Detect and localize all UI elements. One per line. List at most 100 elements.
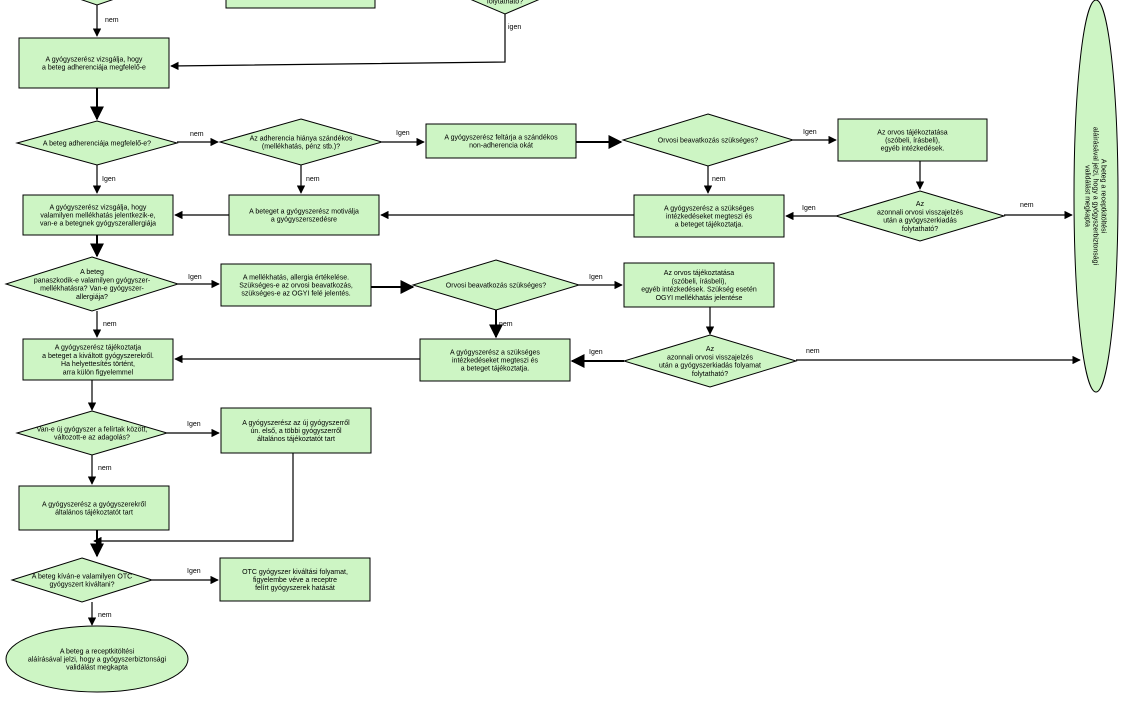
box-measures-2-shape	[419, 338, 571, 382]
label-cause-nem: nem	[306, 176, 320, 183]
d-continue-1-line-2: azonnali orvosi visszajelzés	[877, 209, 963, 216]
decision-new-drug-shape	[15, 410, 169, 456]
n-inform-physician-2-line-2: (szóbeli, írásbeli),	[672, 278, 727, 285]
edge-topright-to-check	[170, 14, 506, 71]
n-inform-patient-dispensed-line-3: Ha helyettesítés történt,	[61, 361, 135, 368]
edge-newinfo-to-merge	[93, 453, 294, 546]
box-motivate-shape	[228, 194, 380, 236]
label-physician2-igen: Igen	[589, 274, 603, 281]
box-measures-2: A gyógyszerész a szükségesintézkedéseket…	[419, 338, 571, 382]
d-complaint-line-2: panaszkodik-e valamilyen gyógyszer-	[34, 277, 151, 284]
d-physician-needed-1-line-1: Orvosi beavatkozás szükséges?	[658, 138, 758, 145]
box-inform-patient-dispensed-shape	[22, 338, 174, 381]
d-complaint-line-1: A beteg	[80, 269, 104, 276]
box-side-effect-eval-shape	[220, 263, 372, 307]
end-terminator-right-shape	[1073, 0, 1119, 393]
n-inform-physician-1-line-2: (szóbeli, írásbeli),	[885, 138, 940, 145]
decision-otc: A beteg kíván-e valamilyen OTCgyógyszert…	[10, 557, 154, 603]
n-otc-dispense-line-1: OTC gyógyszer kiváltási folyamat,	[242, 569, 348, 576]
top-partial-diamond-right: folytatható?	[470, 0, 540, 15]
decision-complaint-shape	[4, 256, 180, 312]
connectors	[87, 5, 1081, 626]
label-newdrug-igen: Igen	[187, 421, 201, 428]
d-continue-2-line-4: folytatható?	[692, 371, 728, 378]
nodes: folytatható? A gyógyszerész vizsgálja, ho…	[4, 0, 1119, 693]
n-explore-cause-line-1: A gyógyszerész feltárja a szándékos	[444, 134, 558, 141]
n-check-side-effect-line-1: A gyógyszerész vizsgálja, hogy	[50, 204, 147, 211]
n-check-side-effect-line-3: van-e a betegnek gyógyszerallergiája	[40, 221, 156, 228]
d-continue-1-line-3: után a gyógyszerkiadás	[883, 218, 957, 225]
d-physician-needed-2-line-1: Orvosi beavatkozás szükséges?	[446, 283, 546, 290]
box-check-adherence: A gyógyszerész vizsgálja, hogy a beteg ad…	[18, 37, 170, 89]
d-continue-2-line-3: után a gyógyszerkiadás folyamat	[659, 363, 761, 370]
d-nonadherence-cause-line-1: Az adherencia hiánya szándékos	[250, 135, 353, 142]
box-inform-physician-2-shape	[623, 262, 775, 308]
n-inform-patient-dispensed-line-1: A gyógyszerész tájékoztatja	[55, 345, 141, 352]
label-continue2-igen: Igen	[589, 349, 603, 356]
n-inform-physician-2-line-4: OGYI mellékhatás jelentése	[656, 295, 743, 302]
n-inform-physician-1-line-1: Az orvos tájékoztatása	[877, 129, 948, 136]
d-otc-line-1: A beteg kíván-e valamilyen OTC	[32, 573, 132, 580]
box-inform-physician-1: Az orvos tájékoztatása (szóbeli, írásbeli…	[837, 118, 988, 162]
n-side-effect-eval-line-3: szükséges-e az OGYI felé jelentés.	[241, 291, 350, 298]
decision-adherence-ok: A beteg adherenciája megfelelő-e?	[15, 120, 179, 166]
decision-continue-1-shape	[834, 190, 1006, 242]
n-check-adherence-line-1: A gyógyszerész vizsgálja, hogy	[46, 56, 143, 63]
decision-physician-needed-2-shape	[411, 259, 581, 311]
decision-adherence-ok-shape	[15, 120, 179, 166]
decision-continue-2-shape	[622, 334, 798, 388]
label-continue2-nem: nem	[806, 348, 820, 355]
n-measures-2-line-1: A gyógyszerész a szükséges	[450, 349, 540, 356]
label-topright-igen: igen	[508, 24, 521, 31]
n-inform-physician-2-line-3: egyéb intézkedések. Szükség esetén	[641, 287, 757, 294]
top-partial-diamond-left	[80, 0, 114, 6]
box-otc-dispense-shape	[219, 557, 371, 602]
d-continue-2-line-1: Az	[706, 346, 715, 353]
box-inform-physician-2: Az orvos tájékoztatása(szóbeli, írásbeli…	[623, 262, 775, 308]
decision-nonadherence-cause: Az adherencia hiánya szándékos(mellékhat…	[218, 118, 384, 166]
n-inform-patient-dispensed-line-2: a beteget a kiváltott gyógyszerekről.	[42, 353, 154, 360]
box-otc-dispense: OTC gyógyszer kiváltási folyamat,figyele…	[219, 557, 371, 602]
e-end-right-line-1: A beteg a receptkitöltési	[1100, 159, 1107, 234]
d-continue-1-line-4: folytatható?	[902, 226, 938, 233]
e-end-right-line-3: validálást megkapta	[1083, 165, 1090, 227]
d-adherence-ok-line-1: A beteg adherenciája megfelelő-e?	[43, 141, 151, 148]
label-adherence-no: nem	[190, 131, 204, 138]
n-inform-physician-1-line-3: egyéb intézkedések.	[881, 146, 945, 153]
box-inform-physician-1-shape	[837, 118, 988, 162]
e-end-bottom-line-2: aláírásával jelzi, hogy a gyógyszerbizto…	[28, 657, 167, 664]
n-otc-dispense-line-2: figyelembe véve a receptre	[253, 577, 337, 584]
label-physician2-nem: nem	[499, 321, 513, 328]
n-check-adherence-line-2: a beteg adherenciája megfelelő-e	[42, 65, 146, 72]
box-check-adherence-shape	[18, 37, 170, 89]
box-measures-1: A gyógyszerész a szükséges intézkedéseket…	[633, 194, 785, 238]
n-side-effect-eval-line-1: A mellékhatás, allergia értékelése.	[243, 274, 349, 281]
label-cause-igen: Igen	[396, 130, 410, 137]
decision-physician-needed-2: Orvosi beavatkozás szükséges?	[411, 259, 581, 311]
box-explore-cause-shape	[425, 123, 577, 159]
n-inform-physician-2-line-1: Az orvos tájékoztatása	[664, 270, 735, 277]
n-check-side-effect-line-2: valamilyen mellékhatás jelentkezik-e,	[40, 213, 155, 220]
e-end-right-line-2: aláírásával jelzi, hogy a gyógyszerbizto…	[1092, 127, 1099, 266]
label-newdrug-nem: nem	[98, 465, 112, 472]
label-continue1-igen: Igen	[802, 205, 816, 212]
n-explore-cause-line-2: non-adherencia okát	[469, 143, 533, 150]
n-measures-1-line-1: A gyógyszerész a szükséges	[664, 205, 754, 212]
top-partial-box-shape	[225, 0, 376, 9]
n-new-drug-info-line-1: A gyógyszerész az új gyógyszerről	[242, 420, 350, 427]
top-partial-right-line-1: folytatható?	[487, 0, 523, 6]
label-physician1-nem: nem	[712, 176, 726, 183]
label-top-no: nem	[105, 17, 119, 24]
box-check-side-effect-shape	[22, 194, 174, 236]
decision-nonadherence-cause-shape	[218, 118, 384, 166]
label-physician1-igen: Igen	[803, 129, 817, 136]
box-new-drug-info-shape	[220, 407, 372, 454]
end-terminator-bottom-shape	[5, 625, 189, 693]
n-measures-1-line-2: intézkedéseket megteszi és	[666, 214, 752, 221]
